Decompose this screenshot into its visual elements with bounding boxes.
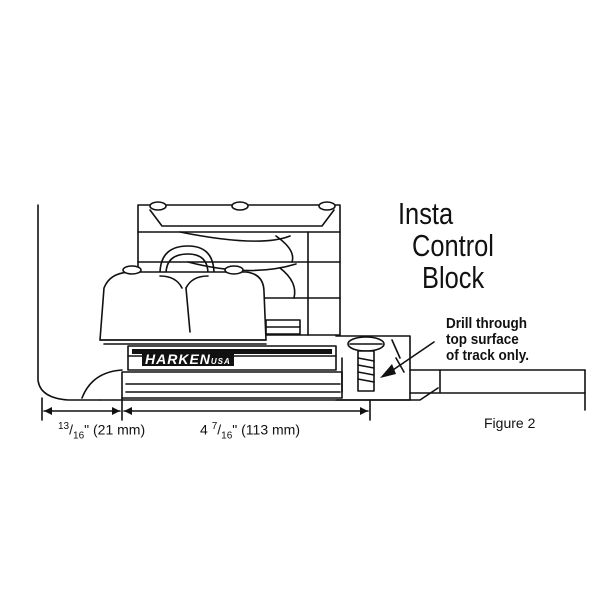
deck-line — [99, 387, 439, 401]
title-line-1: Insta — [398, 196, 454, 231]
callout-arrow-shaft — [389, 341, 435, 373]
dimension-lines — [41, 397, 371, 421]
title-line-2: Control — [412, 228, 494, 263]
callout-line-2: top surface — [446, 331, 519, 348]
figure-label: Figure 2 — [484, 415, 536, 431]
harken-logo: HARKENUSA — [142, 352, 234, 366]
callout-line-1: Drill through — [446, 315, 527, 332]
callout-line-3: of track only. — [446, 347, 530, 364]
track-screw — [335, 335, 411, 401]
deck-curve — [81, 369, 123, 399]
cam-body — [99, 265, 267, 345]
hull-outline — [37, 204, 101, 401]
dimension-left-label: 13/16" (21 mm) — [58, 421, 146, 442]
shackle-loop — [159, 245, 215, 275]
title-line-3: Block — [422, 260, 485, 295]
dimension-right-label: 4 7/16" (113 mm) — [200, 421, 300, 442]
callout-arrowhead — [380, 364, 396, 378]
